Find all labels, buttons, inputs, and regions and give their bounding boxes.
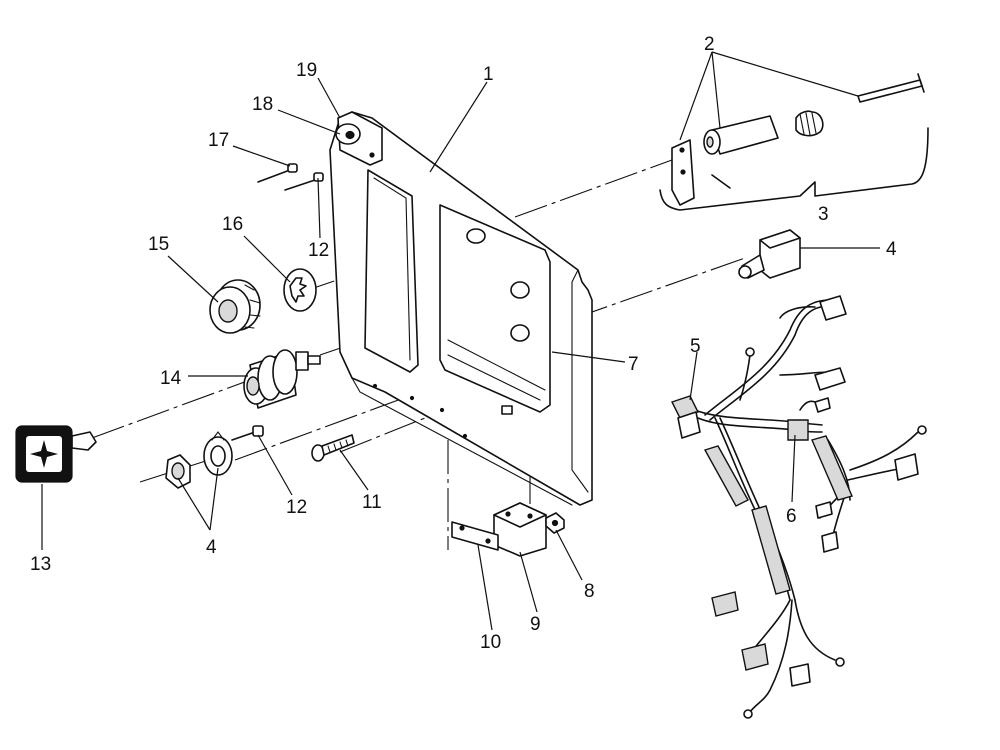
callout-3: 3 (818, 204, 829, 225)
callout-6: 6 (786, 506, 797, 527)
washer-16 (283, 268, 317, 312)
nut-and-lockwasher-4 (165, 431, 233, 489)
callout-9: 9 (530, 614, 541, 635)
callout-1: 1 (483, 64, 494, 85)
callout-13: 13 (30, 554, 51, 575)
screw-12-bottom (231, 425, 264, 441)
ignition-key-13 (15, 425, 97, 483)
callout-11: 11 (362, 492, 382, 513)
callout-18: 18 (252, 94, 273, 115)
dash-panel (329, 111, 593, 506)
screw-17 (257, 163, 298, 183)
callout-2: 2 (704, 34, 715, 55)
callout-4-right: 4 (886, 239, 897, 260)
bracket-9 (493, 502, 547, 557)
switch-assembly-3 (659, 73, 929, 211)
nut-8 (545, 512, 565, 534)
callout-labels: 1 2 3 4 4 5 6 7 8 9 10 11 12 12 13 14 15… (30, 34, 897, 653)
toggle-switch-4 (738, 229, 801, 279)
callout-7: 7 (628, 354, 639, 375)
lock-ring-15 (209, 279, 261, 334)
connector-5 (671, 395, 701, 439)
callout-4-left: 4 (206, 537, 217, 558)
callout-19: 19 (296, 60, 317, 81)
screw-12-top (284, 172, 324, 191)
callout-12-top: 12 (308, 240, 329, 261)
callout-17: 17 (208, 130, 229, 151)
callout-5: 5 (690, 336, 701, 357)
leader-lines (41, 51, 880, 631)
callout-12-bottom: 12 (286, 497, 307, 518)
ignition-switch-14 (243, 349, 321, 409)
callout-14: 14 (160, 368, 182, 389)
callout-16: 16 (222, 214, 243, 235)
plate-10 (451, 521, 499, 551)
callout-8: 8 (584, 581, 595, 602)
callout-15: 15 (148, 234, 169, 255)
bolt-11 (311, 434, 355, 462)
callout-10: 10 (480, 632, 501, 653)
wiring-harness-6 (694, 295, 927, 719)
